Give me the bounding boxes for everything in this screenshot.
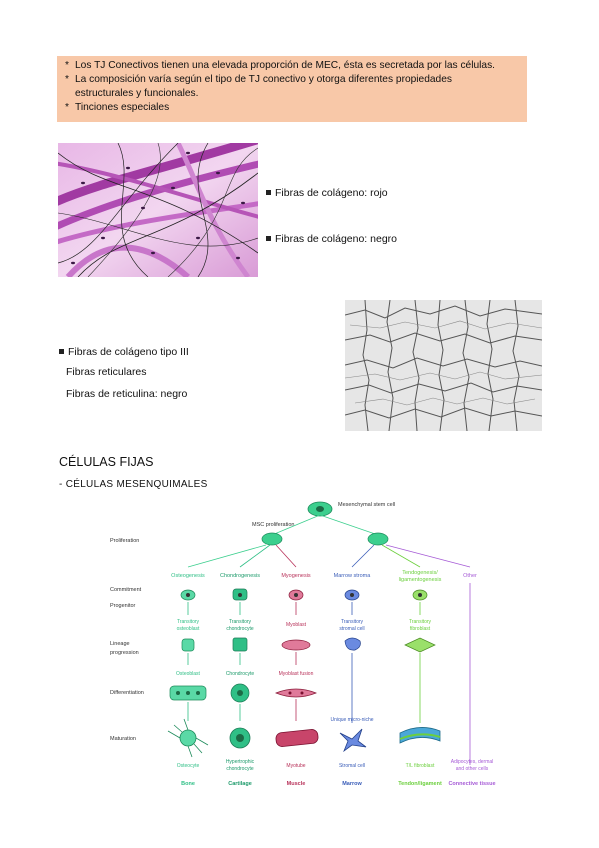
tissue-tendon: Tendon/ligament — [398, 781, 442, 787]
svg-text:Osteocyte: Osteocyte — [177, 763, 200, 769]
row-label-progression: progression — [110, 650, 139, 656]
stain-label-reticular: Fibras reticulares — [66, 366, 147, 378]
stem-nucleus-icon — [316, 506, 324, 512]
svg-text:T/L fibroblast: T/L fibroblast — [406, 763, 435, 769]
col-osteogenesis: Osteogenesis — [171, 573, 205, 579]
osteocyte-icon — [179, 729, 197, 747]
section-subtitle: - CÉLULAS MESENQUIMALES — [59, 479, 208, 490]
stain-label-collagen-black: Fibras de colágeno: negro — [266, 232, 397, 246]
micro-niche-label: Unique micro-niche — [330, 717, 373, 723]
collagen-micrograph — [58, 143, 258, 277]
marrow-lineage-icon — [344, 637, 361, 651]
osteo-lineage-icon — [181, 638, 195, 652]
stem-cell-label: Mesenchymal stem cell — [338, 502, 395, 508]
col-marrow-stroma: Marrow stroma — [334, 573, 372, 579]
note-item-1: Los TJ Conectivos tienen una elevada pro… — [75, 60, 496, 71]
stain-label-collagen-red: Fibras de colágeno: rojo — [266, 186, 388, 200]
svg-text:chondrocyte: chondrocyte — [226, 626, 253, 632]
row-label-differentiation: Differentiation — [110, 690, 144, 696]
svg-text:Transitory: Transitory — [409, 619, 432, 625]
note-item-3: Tinciones especiales — [75, 102, 170, 113]
col-ligamentogenesis: ligamentogenesis — [399, 577, 442, 583]
square-bullet-icon — [266, 236, 271, 241]
reticulin-micrograph — [345, 300, 542, 431]
svg-text:osteoblast: osteoblast — [177, 626, 200, 632]
myoblast-fusion-icon — [275, 688, 317, 698]
row-label-lineage: Lineage — [110, 641, 130, 647]
row-label-proliferation: Proliferation — [110, 538, 139, 544]
msc-cell-left-icon — [261, 532, 283, 546]
tissue-muscle: Muscle — [287, 781, 306, 787]
row-label-commitment: Commitment — [110, 587, 142, 593]
col-myogenesis: Myogenesis — [281, 573, 311, 579]
bullet-star: * — [65, 60, 69, 71]
svg-text:Stromal cell: Stromal cell — [339, 763, 365, 769]
svg-text:Osteoblast: Osteoblast — [176, 671, 201, 677]
col-other: Other — [463, 573, 477, 579]
bullet-star: * — [65, 74, 69, 85]
svg-text:fibroblast: fibroblast — [410, 626, 431, 632]
svg-text:and other cells: and other cells — [456, 766, 489, 772]
mesengenic-diagram: Mesenchymal stem cell MSC proliferation … — [110, 501, 496, 787]
stain-label-collagen-iii: Fibras de colágeno tipo III — [59, 345, 189, 359]
stain-label-reticulin: Fibras de reticulina: negro — [66, 388, 188, 400]
svg-text:Myotube: Myotube — [286, 763, 305, 769]
myotube-icon — [275, 729, 319, 747]
svg-text:Adipocytes, dermal: Adipocytes, dermal — [451, 759, 494, 765]
tissue-connective: Connective tissue — [448, 781, 495, 787]
section-title: CÉLULAS FIJAS — [59, 455, 154, 469]
svg-text:Myoblast fusion: Myoblast fusion — [279, 671, 314, 677]
tissue-cartilage: Cartilage — [228, 781, 252, 787]
msc-proliferation-label: MSC proliferation — [252, 522, 295, 528]
note-box: * Los TJ Conectivos tienen una elevada pr… — [57, 56, 527, 122]
col-chondrogenesis: Chondrogenesis — [220, 573, 260, 579]
col-tendogenesis: Tendogenesis/ — [402, 570, 438, 576]
row-label-progenitor: Progenitor — [110, 603, 136, 609]
square-bullet-icon — [266, 190, 271, 195]
chondro-lineage-icon — [232, 637, 248, 652]
svg-text:Chondrocyte: Chondrocyte — [226, 671, 255, 677]
msc-cell-right-icon — [367, 532, 389, 546]
square-bullet-icon — [59, 349, 64, 354]
row-label-maturation: Maturation — [110, 736, 136, 742]
stromal-cell-icon — [339, 728, 367, 753]
tissue-marrow: Marrow — [342, 781, 362, 787]
myo-lineage-icon — [281, 639, 311, 651]
svg-text:chondrocyte: chondrocyte — [226, 766, 253, 772]
svg-text:stromal cell: stromal cell — [339, 626, 364, 632]
svg-text:Transitory: Transitory — [229, 619, 252, 625]
svg-text:Hypertrophic: Hypertrophic — [226, 759, 255, 765]
tissue-bone: Bone — [181, 781, 195, 787]
bullet-star: * — [65, 102, 69, 113]
svg-text:Transitory: Transitory — [341, 619, 364, 625]
note-item-2: La composición varía según el tipo de TJ… — [75, 74, 452, 85]
note-item-2-cont: estructurales y funcionales. — [75, 88, 199, 99]
tendon-lineage-icon — [404, 637, 436, 653]
svg-text:Transitory: Transitory — [177, 619, 200, 625]
svg-text:Myoblast: Myoblast — [286, 622, 307, 628]
